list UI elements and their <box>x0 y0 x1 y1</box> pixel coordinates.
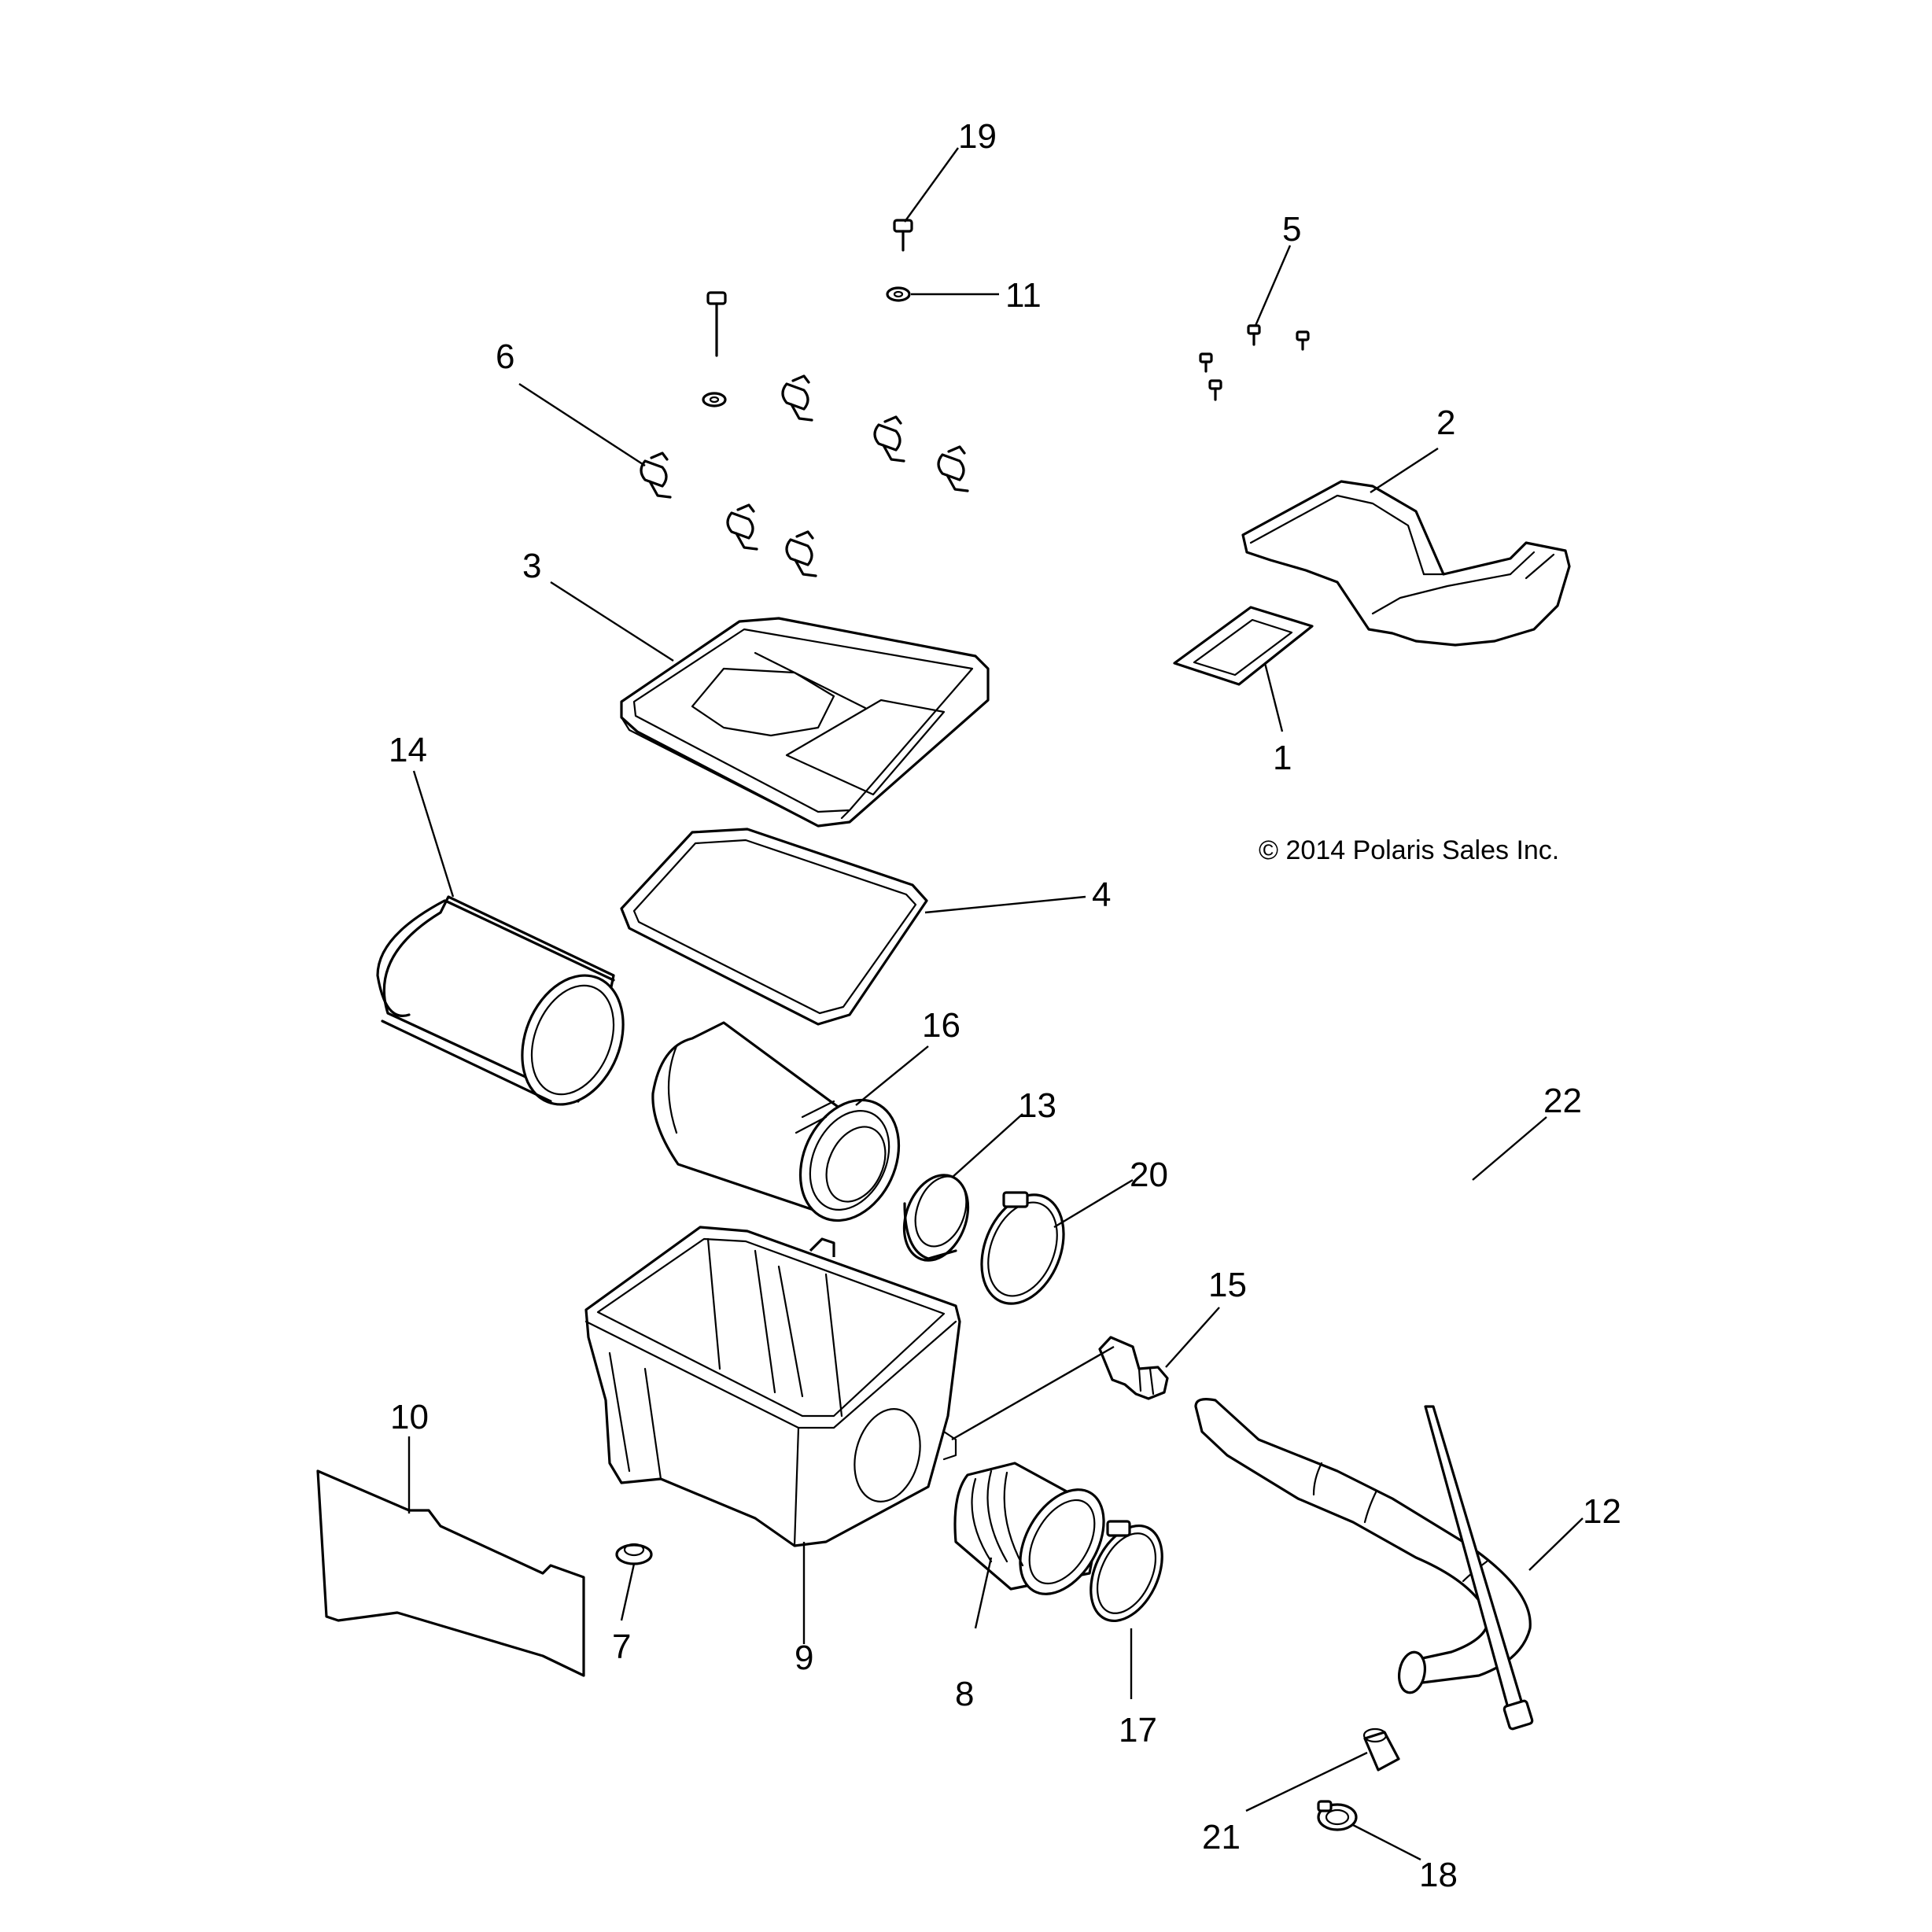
callout-4: 4 <box>1092 876 1111 914</box>
callout-7: 7 <box>612 1628 631 1666</box>
callout-14: 14 <box>389 731 427 769</box>
leader-18 <box>1352 1823 1421 1861</box>
part-19-bolt <box>893 219 913 252</box>
callout-16: 16 <box>922 1006 960 1045</box>
leader-6 <box>518 382 646 467</box>
leader-3 <box>550 581 674 662</box>
bolt-secondary <box>702 291 727 407</box>
part-13-coupler <box>902 1174 970 1262</box>
part-20-clamp <box>980 1191 1065 1305</box>
leader-12 <box>1528 1517 1584 1571</box>
callout-6: 6 <box>496 337 514 376</box>
leader-20 <box>1053 1178 1134 1229</box>
leader-1 <box>1263 662 1284 732</box>
leader-2 <box>1370 447 1439 494</box>
part-5-screws <box>1199 324 1310 401</box>
part-11-washer <box>886 286 911 302</box>
leader-8 <box>974 1557 993 1629</box>
callout-21: 21 <box>1202 1818 1241 1856</box>
part-21-cap <box>1362 1727 1400 1772</box>
leader-15 <box>1165 1307 1220 1368</box>
part-9-airbox-body <box>584 1226 961 1547</box>
part-6-clips <box>640 374 969 577</box>
callout-18: 18 <box>1419 1856 1458 1894</box>
part-7-grommet <box>615 1543 653 1565</box>
callout-11: 11 <box>1005 276 1042 315</box>
callout-19: 19 <box>958 117 997 156</box>
callout-13: 13 <box>1018 1086 1056 1125</box>
callout-1: 1 <box>1273 739 1292 777</box>
leader-15b <box>951 1345 1115 1441</box>
part-17-clamp <box>1090 1520 1163 1623</box>
callout-15: 15 <box>1208 1266 1247 1304</box>
part-12-hose <box>1194 1398 1532 1694</box>
part-2-intake-duct <box>1241 480 1571 647</box>
part-4-seal <box>620 828 928 1026</box>
callout-17: 17 <box>1119 1711 1157 1749</box>
leader-4 <box>924 895 1086 914</box>
callout-8: 8 <box>955 1675 974 1713</box>
part-22-cable-tie <box>1424 1405 1534 1731</box>
callout-9: 9 <box>795 1639 813 1677</box>
callout-labels: 19 11 5 6 2 3 1 14 4 © 2014 Polaris Sale… <box>389 117 1621 1894</box>
part-14-pre-filter <box>376 895 625 1106</box>
leader-13 <box>951 1113 1023 1178</box>
callout-20: 20 <box>1130 1156 1168 1194</box>
callout-12: 12 <box>1583 1492 1621 1531</box>
callout-10: 10 <box>390 1398 429 1436</box>
callout-22: 22 <box>1543 1082 1582 1120</box>
leader-14 <box>412 770 455 898</box>
leader-lines <box>407 147 1584 1861</box>
part-3-airbox-cover <box>620 617 990 828</box>
callout-3: 3 <box>522 547 541 585</box>
callout-2: 2 <box>1436 404 1455 442</box>
part-1-gasket <box>1173 606 1314 686</box>
leader-7 <box>620 1563 636 1621</box>
part-8-boot <box>953 1462 1105 1595</box>
callout-5: 5 <box>1282 210 1301 249</box>
copyright-notice: © 2014 Polaris Sales Inc. <box>1259 835 1559 865</box>
leader-19 <box>904 147 959 223</box>
part-15-fitting <box>1098 1336 1169 1400</box>
part-18-clamp-small <box>1317 1800 1358 1831</box>
leader-5 <box>1254 245 1292 326</box>
leader-21 <box>1245 1751 1368 1812</box>
part-10-shield <box>316 1469 585 1677</box>
leader-16 <box>855 1045 929 1106</box>
part-16-filter <box>651 1021 901 1222</box>
leader-22 <box>1472 1116 1547 1181</box>
